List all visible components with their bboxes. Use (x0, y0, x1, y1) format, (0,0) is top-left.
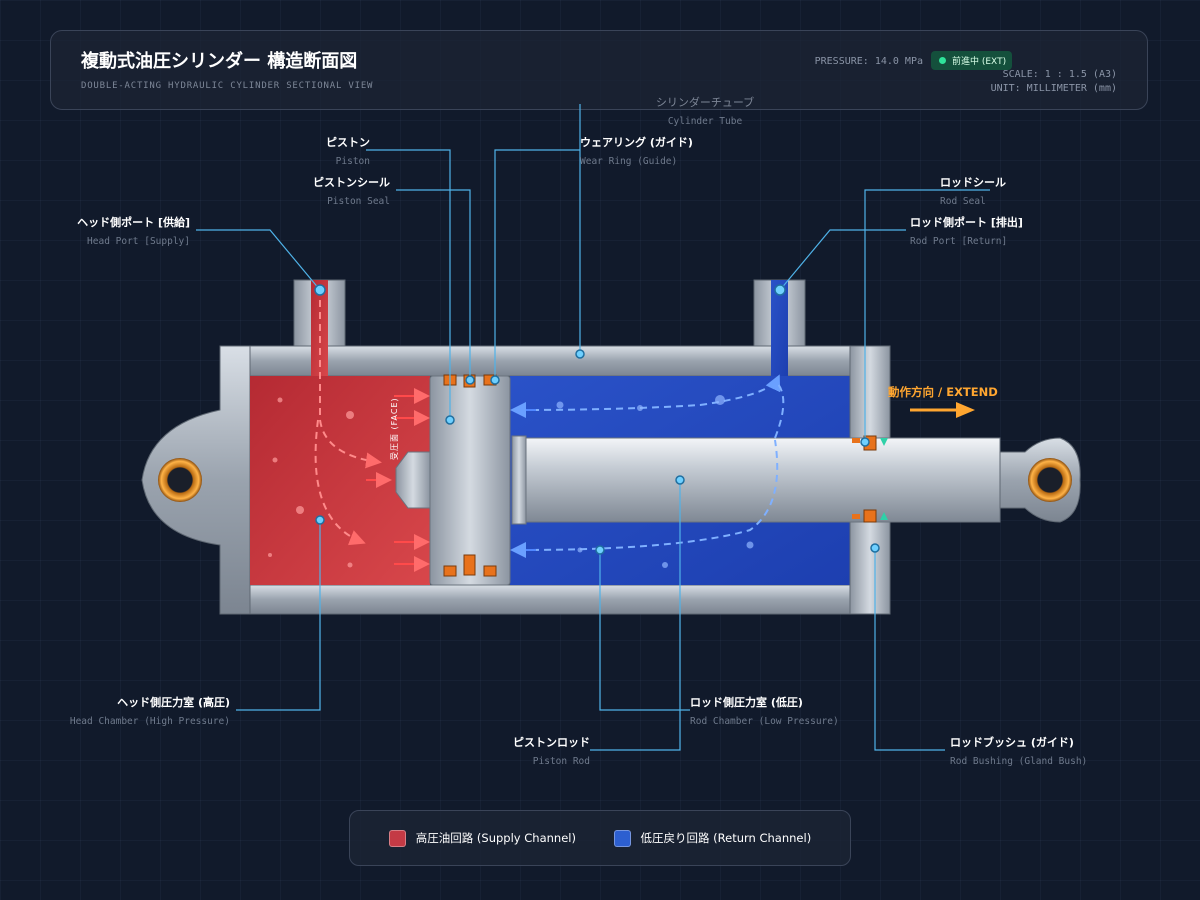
legend-item-supply: 高圧油回路 (Supply Channel) (388, 829, 576, 847)
label-head-chamber: ヘッド側圧力室 (高圧) Head Chamber (High Pressure… (69, 696, 230, 727)
supply-flow-lines (314, 300, 382, 546)
head-clevis-bore (158, 458, 202, 502)
title-panel: 複動式油圧シリンダー 構造断面図 DOUBLE-ACTING HYDRAULIC… (50, 30, 1148, 110)
supply-swatch (388, 829, 406, 847)
rod-port-channel (771, 280, 788, 376)
page-title: 複動式油圧シリンダー 構造断面図 (81, 51, 358, 72)
label-head-port: ヘッド側ポート [供給] Head Port [Supply] (77, 216, 190, 247)
leader-lines (196, 104, 990, 751)
extend-arrow-icon (956, 402, 975, 418)
piston-rod (511, 437, 1001, 523)
piston-face-label: 受圧面 (FACE) (390, 397, 399, 460)
cylinder-tube-bottom-wall (249, 584, 851, 615)
label-wear-ring: ウェアリング (ガイド) Wear Ring (Guide) (580, 136, 693, 167)
unit-readout: UNIT: MILLIMETER (mm) (990, 83, 1117, 94)
return-arrows (510, 402, 536, 558)
label-piston-seal: ピストンシール Piston Seal (313, 176, 390, 207)
return-particles (556, 395, 754, 568)
rod-shoulder (511, 435, 527, 525)
supply-particles (268, 397, 354, 568)
gland-upper (849, 345, 891, 443)
rod-seals (852, 435, 888, 523)
return-swatch (613, 829, 631, 847)
status-text: 前進中 (EXT) (952, 57, 1007, 67)
status-badge: 前進中 (EXT) (931, 51, 1013, 70)
rod-eye-bore (1028, 458, 1072, 502)
pressure-arrows (366, 388, 430, 572)
scale-readout: SCALE: 1 : 1.5 (A3) (1002, 69, 1117, 80)
label-piston: ピストン Piston (326, 136, 370, 167)
label-rod-seal: ロッドシール Rod Seal (940, 176, 1006, 207)
extend-direction-label: 動作方向 / EXTEND (888, 385, 998, 399)
label-rod-bushing: ロッドブッシュ (ガイド) Rod Bushing (Gland Bush) (950, 736, 1088, 767)
pressure-readout: PRESSURE: 14.0 MPa (814, 56, 923, 67)
piston-cushion (395, 451, 431, 509)
label-rod-port: ロッド側ポート [排出] Rod Port [Return] (910, 216, 1023, 247)
cylinder-tube-top-wall (249, 345, 851, 377)
label-piston-rod: ピストンロッド Piston Rod (513, 736, 590, 767)
leader-dots (314, 284, 880, 555)
gland-lower (849, 517, 891, 615)
legend-supply-label: 高圧油回路 (Supply Channel) (415, 831, 576, 845)
piston (429, 375, 511, 586)
page-subtitle: DOUBLE-ACTING HYDRAULIC CYLINDER SECTION… (81, 81, 374, 91)
label-cylinder-tube: シリンダーチューブ Cylinder Tube (655, 96, 755, 127)
label-rod-chamber: ロッド側圧力室 (低圧) Rod Chamber (Low Pressure) (690, 696, 839, 727)
legend-item-return: 低圧戻り回路 (Return Channel) (613, 829, 812, 847)
legend-return-label: 低圧戻り回路 (Return Channel) (640, 831, 812, 845)
status-dot-icon (939, 57, 946, 64)
legend: 高圧油回路 (Supply Channel) 低圧戻り回路 (Return Ch… (349, 810, 851, 866)
